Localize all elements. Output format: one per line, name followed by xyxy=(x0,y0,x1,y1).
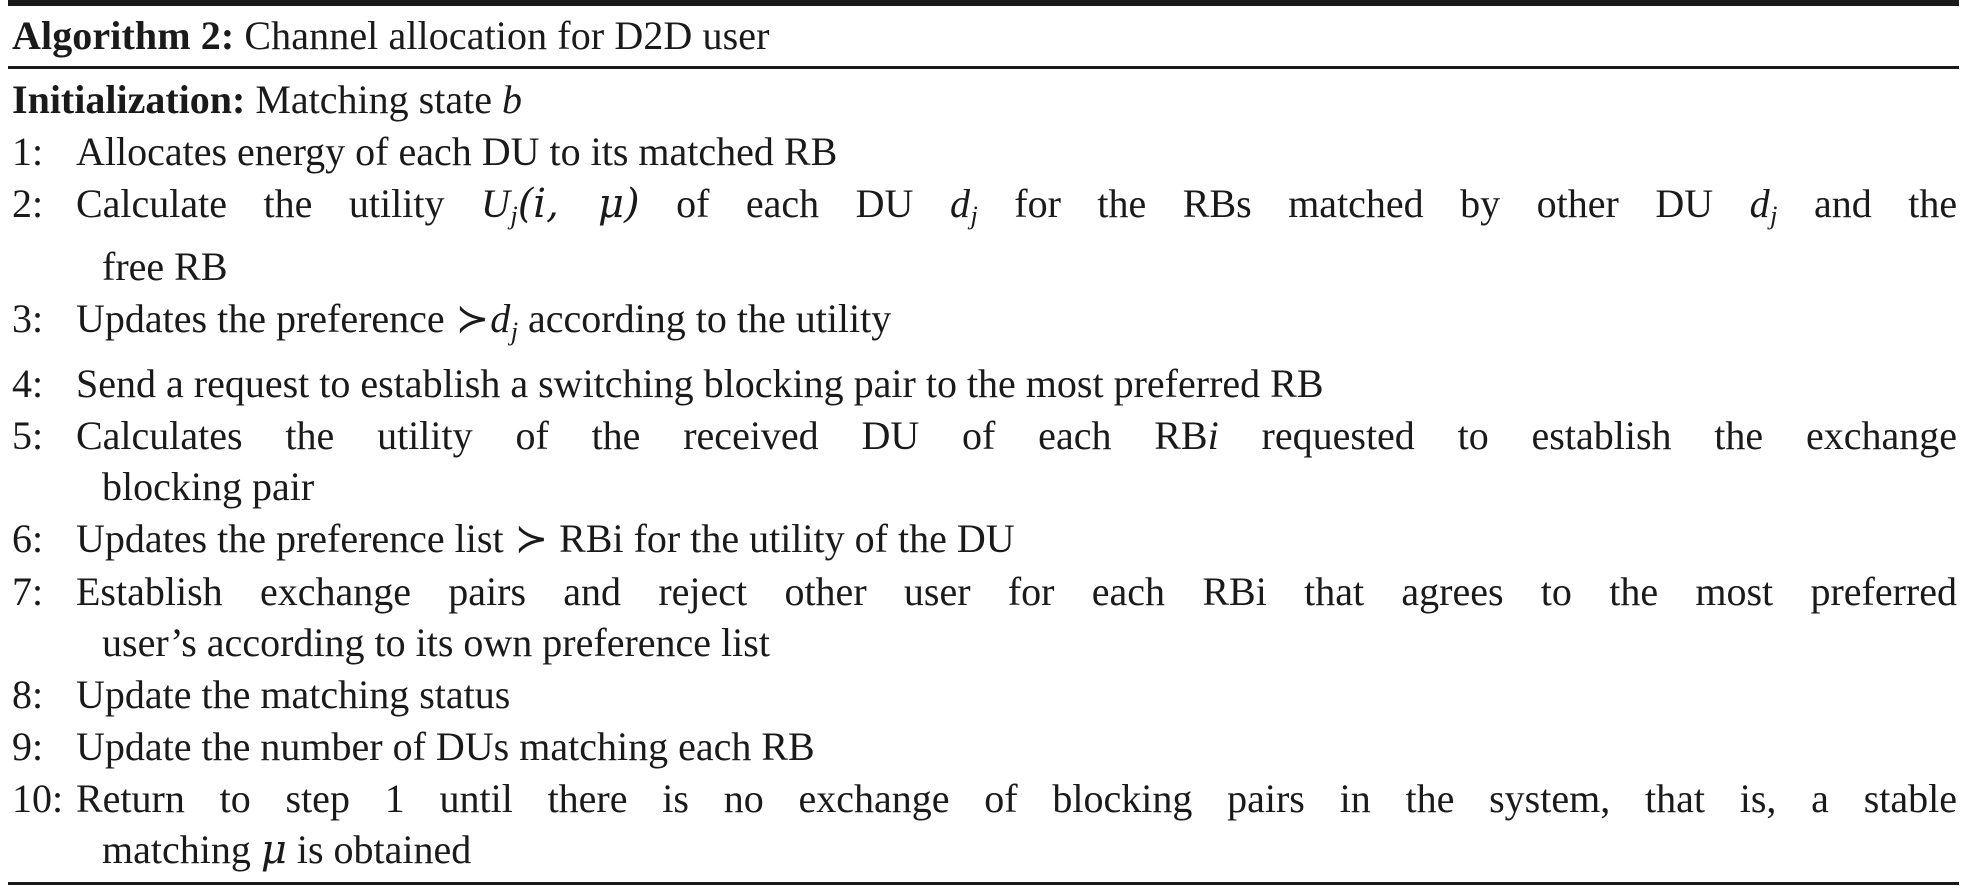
step-number: 3: xyxy=(12,296,44,342)
du-variable: dj xyxy=(490,296,518,345)
step-text-part: matching xyxy=(102,826,251,872)
algorithm-step: 9: Update the number of DUs matching eac… xyxy=(12,721,1959,772)
step-text-part: and the xyxy=(1813,181,1958,226)
utility-expression: Uj(i, μ) xyxy=(480,181,640,230)
step-number: 5: xyxy=(12,412,44,458)
succeeds-symbol: ≻ xyxy=(514,515,549,562)
step-number: 4: xyxy=(12,360,44,406)
initialization-line: Initialization: Matching state b xyxy=(12,73,1959,125)
utility-arguments: (i, μ) xyxy=(517,181,640,227)
step-line: Calculate the utility Uj(i, μ) of each D… xyxy=(76,178,1957,241)
step-text-part: RBi for the utility of the DU xyxy=(559,515,1015,561)
algorithm-label: Algorithm 2: xyxy=(12,13,235,58)
step-line: Updates the preference list ≻ RBi for th… xyxy=(76,513,1957,565)
step-text-part: of each DU xyxy=(676,181,914,226)
step-text-part: is obtained xyxy=(296,826,472,872)
step-text-part: Calculates the utility of the received D… xyxy=(76,412,1208,458)
step-continuation-line: matching μ is obtained xyxy=(76,824,1957,876)
step-text: Return to step 1 until there is no excha… xyxy=(76,773,1959,876)
step-text-part: for the RBs matched by other DU xyxy=(1014,181,1714,226)
step-line: Send a request to establish a switching … xyxy=(76,360,1324,406)
rb-index-symbol: i xyxy=(1207,412,1219,458)
utility-subscript: j xyxy=(510,200,518,231)
step-text: Establish exchange pairs and reject othe… xyxy=(76,566,1959,668)
top-rule xyxy=(8,0,1959,6)
algorithm-body: Initialization: Matching state b 1: Allo… xyxy=(8,69,1959,882)
step-text: Updates the preference ≻dj according to … xyxy=(76,293,1959,356)
algorithm-step: 6: Updates the preference list ≻ RBi for… xyxy=(12,513,1959,565)
step-line: Update the number of DUs matching each R… xyxy=(76,723,815,769)
step-text-part: Updates the preference list xyxy=(76,515,504,561)
step-line: Allocates energy of each DU to its match… xyxy=(76,129,838,174)
step-number: 6: xyxy=(12,515,44,561)
step-text-part: requested to establish the exchange xyxy=(1261,412,1957,458)
step-text: Update the number of DUs matching each R… xyxy=(76,721,1959,772)
initialization-label: Initialization: xyxy=(12,77,246,122)
utility-symbol: U xyxy=(480,181,510,226)
step-number: 10: xyxy=(12,775,64,821)
step-text-part: Updates the preference xyxy=(76,296,445,342)
step-line: Return to step 1 until there is no excha… xyxy=(76,775,1957,821)
step-text: Send a request to establish a switching … xyxy=(76,358,1959,409)
step-text: Calculates the utility of the received D… xyxy=(76,410,1959,512)
algorithm-block: Algorithm 2: Channel allocation for D2D … xyxy=(8,0,1959,885)
step-line: Update the matching status xyxy=(76,671,511,717)
du-symbol: d xyxy=(949,181,970,226)
du-subscript: j xyxy=(1770,200,1778,231)
algorithm-step: 8: Update the matching status xyxy=(12,669,1959,720)
step-text-part: Calculate the utility xyxy=(76,181,445,226)
step-text-part: according to the utility xyxy=(528,296,892,342)
matching-symbol: μ xyxy=(260,826,287,873)
page-title: Channel allocation for D2D user xyxy=(244,13,770,58)
du-variable: dj xyxy=(1749,181,1778,230)
step-text: Update the matching status xyxy=(76,669,1959,720)
step-line: Updates the preference ≻dj according to … xyxy=(76,293,1957,356)
du-symbol: d xyxy=(1749,181,1770,226)
step-continuation-line: user’s according to its own preference l… xyxy=(102,619,770,665)
algorithm-step: 7: Establish exchange pairs and reject o… xyxy=(12,566,1959,668)
step-continuation-line: free RB xyxy=(102,244,228,290)
step-continuation-line: blocking pair xyxy=(102,463,315,509)
step-line: Establish exchange pairs and reject othe… xyxy=(76,568,1957,614)
algorithm-step: 3: Updates the preference ≻dj according … xyxy=(12,293,1959,356)
initialization-variable: b xyxy=(501,77,522,122)
du-variable: dj xyxy=(949,181,978,230)
step-text: Updates the preference list ≻ RBi for th… xyxy=(76,513,1959,565)
algorithm-step: 2: Calculate the utility Uj(i, μ) of eac… xyxy=(12,178,1959,292)
title-separator-rule xyxy=(8,66,1959,69)
algorithm-step: 10: Return to step 1 until there is no e… xyxy=(12,773,1959,876)
step-number: 1: xyxy=(12,129,44,174)
step-number: 8: xyxy=(12,671,44,717)
step-number: 7: xyxy=(12,568,44,614)
initialization-text: Matching state xyxy=(255,77,492,122)
step-text: Allocates energy of each DU to its match… xyxy=(76,126,1959,177)
succeeds-symbol: ≻ xyxy=(455,296,490,343)
algorithm-step: 4: Send a request to establish a switchi… xyxy=(12,358,1959,409)
step-line: Calculates the utility of the received D… xyxy=(76,410,1957,461)
algorithm-step: 1: Allocates energy of each DU to its ma… xyxy=(12,126,1959,177)
algorithm-title: Algorithm 2: Channel allocation for D2D … xyxy=(8,6,1959,66)
bottom-rule xyxy=(8,881,1959,885)
step-number: 9: xyxy=(12,723,44,769)
algorithm-step: 5: Calculates the utility of the receive… xyxy=(12,410,1959,512)
step-number: 2: xyxy=(12,181,44,226)
du-symbol: d xyxy=(490,296,511,342)
du-subscript: j xyxy=(510,315,519,346)
step-text: Calculate the utility Uj(i, μ) of each D… xyxy=(76,178,1959,292)
du-subscript: j xyxy=(970,200,978,231)
